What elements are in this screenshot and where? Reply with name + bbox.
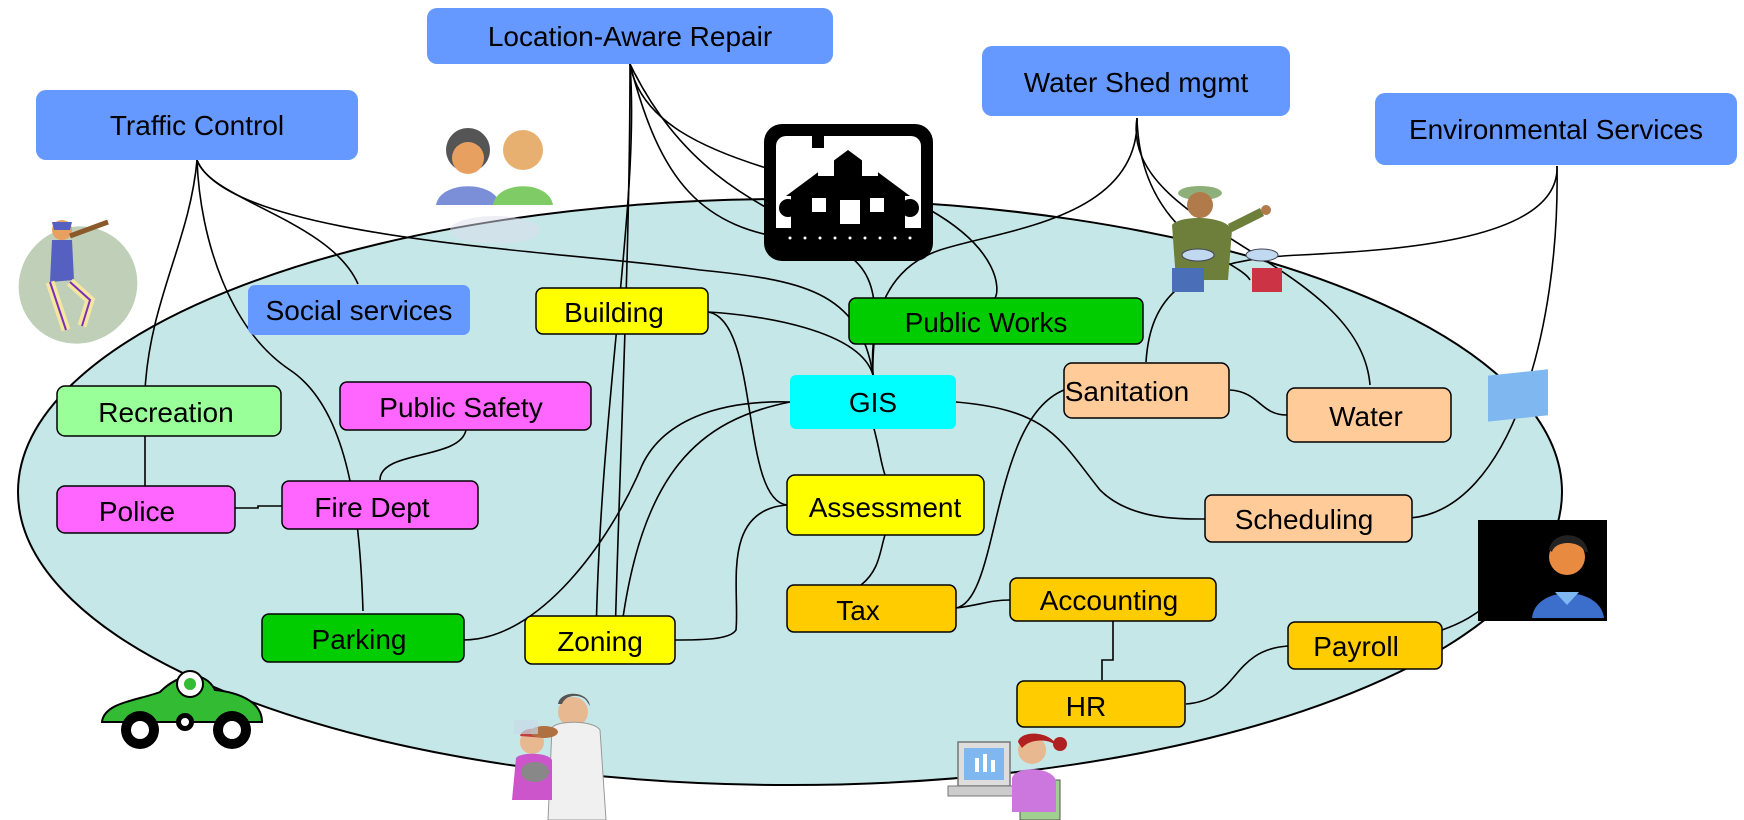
house-icon — [764, 124, 933, 261]
service-traffic-control: Traffic Control — [36, 90, 358, 160]
service-environmental-services: Environmental Services — [1375, 93, 1737, 165]
dept-fire-dept: Fire Dept — [281, 480, 479, 530]
dept-accounting-label: Accounting — [1040, 585, 1179, 616]
dept-water-label: Water — [1329, 401, 1403, 432]
dept-public-works-label: Public Works — [905, 307, 1068, 338]
dept-social-services-label: Social services — [266, 295, 453, 326]
dept-building: Building — [535, 287, 709, 335]
dept-assessment-label: Assessment — [809, 492, 962, 523]
dept-zoning-label: Zoning — [557, 626, 643, 657]
dept-gis-label: GIS — [849, 387, 897, 418]
dept-recreation: Recreation — [56, 385, 282, 437]
dept-hr-label: HR — [1066, 691, 1106, 722]
service-environmental-services-label: Environmental Services — [1409, 114, 1703, 145]
dept-water: Water — [1286, 387, 1452, 443]
dept-parking-label: Parking — [312, 624, 407, 655]
service-location-aware-repair: Location-Aware Repair — [427, 8, 833, 64]
dept-public-safety: Public Safety — [339, 381, 592, 431]
dept-fire-dept-label: Fire Dept — [314, 492, 429, 523]
baseball-player-icon — [18, 219, 138, 344]
service-water-shed-mgmt: Water Shed mgmt — [982, 46, 1290, 116]
dept-public-safety-label: Public Safety — [379, 392, 542, 423]
race-car-icon — [100, 670, 264, 749]
dept-zoning: Zoning — [524, 615, 676, 665]
dept-public-works: Public Works — [848, 297, 1144, 345]
dept-tax-label: Tax — [836, 595, 880, 626]
dept-parking: Parking — [261, 613, 465, 663]
dept-accounting: Accounting — [1009, 577, 1217, 622]
dept-police-label: Police — [99, 496, 175, 527]
service-water-shed-mgmt-label: Water Shed mgmt — [1024, 67, 1249, 98]
people-icon — [436, 128, 553, 244]
dept-scheduling-label: Scheduling — [1235, 504, 1374, 535]
dept-assessment: Assessment — [786, 474, 985, 536]
dept-police: Police — [56, 485, 236, 534]
computer-user-icon — [1478, 369, 1607, 621]
dept-scheduling: Scheduling — [1204, 494, 1413, 543]
dept-sanitation-label: Sanitation — [1065, 376, 1190, 407]
dept-tax: Tax — [786, 584, 957, 633]
office-worker-icon — [947, 733, 1067, 820]
park-ranger-icon — [1172, 186, 1282, 292]
vet-with-pets-icon — [512, 693, 607, 820]
service-traffic-control-label: Traffic Control — [110, 110, 284, 141]
dept-building-label: Building — [564, 297, 664, 328]
dept-payroll: Payroll — [1287, 621, 1443, 670]
dept-sanitation: Sanitation — [1063, 362, 1230, 419]
dept-social-services: Social services — [248, 285, 470, 335]
dept-gis: GIS — [790, 375, 956, 429]
dept-recreation-label: Recreation — [98, 397, 233, 428]
dept-payroll-label: Payroll — [1313, 631, 1399, 662]
dept-hr: HR — [1016, 680, 1186, 728]
service-location-aware-repair-label: Location-Aware Repair — [488, 21, 772, 52]
